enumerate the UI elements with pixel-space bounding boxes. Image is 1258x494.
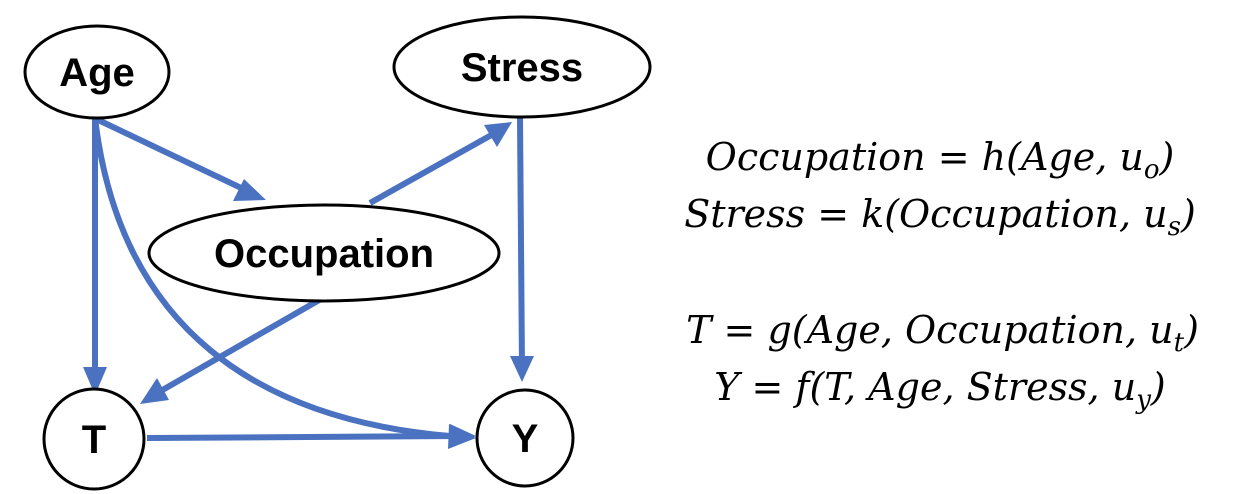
edge-occupation-to-t [150, 292, 330, 399]
arrowhead-t-to-y [450, 424, 476, 448]
equation-t-args: Age, Occupation, u [806, 308, 1174, 352]
node-occupation: Occupation [147, 203, 501, 303]
equation-y: Y = f(T, Age, Stress, uy) [714, 365, 1166, 415]
equation-occupation-lhs: Occupation [705, 135, 926, 179]
equation-stress-sub: s [1167, 212, 1181, 242]
node-y: Y [475, 388, 575, 488]
equation-stress-args: Occupation, u [899, 192, 1168, 236]
arrowhead-age-to-t [83, 367, 107, 395]
node-stress: Stress [392, 15, 652, 119]
equation-stress-lhs: Stress [684, 192, 806, 236]
equation-t-lhs: T [686, 308, 712, 352]
equation-t: T = g(Age, Occupation, ut) [686, 308, 1199, 358]
equation-occupation-fn: h [981, 135, 1007, 179]
node-t-label: T [82, 418, 106, 462]
arrowhead-occupation-to-stress [484, 122, 512, 147]
edge-age-to-y [92, 117, 451, 439]
equation-t-fn: g [767, 308, 792, 352]
arrowhead-occupation-to-t [140, 378, 169, 404]
node-age-label: Age [59, 51, 135, 95]
equation-stress-fn: k [861, 192, 885, 236]
arrowhead-stress-to-y [510, 356, 534, 382]
node-occupation-label: Occupation [214, 232, 434, 276]
edge-t-to-y [146, 433, 463, 441]
equation-stress: Stress = k(Occupation, us) [684, 192, 1196, 242]
equation-y-args: T, Age, Stress, u [824, 365, 1137, 409]
edge-stress-to-y [517, 117, 525, 369]
equation-t-sub: t [1173, 328, 1185, 358]
equation-y-fn: f [795, 365, 810, 409]
equation-occupation: Occupation = h(Age, uo) [705, 135, 1175, 185]
arrowhead-age-to-occupation [233, 179, 266, 201]
edge-occupation-to-stress [368, 130, 497, 206]
equation-y-sub: y [1136, 385, 1151, 415]
edge-age-to-occupation [92, 115, 260, 199]
node-y-label: Y [512, 417, 539, 461]
node-stress-label: Stress [461, 46, 583, 90]
equation-occupation-sub: o [1143, 155, 1160, 185]
equation-occupation-args: Age, u [1020, 135, 1144, 179]
node-age: Age [23, 24, 171, 120]
equation-y-lhs: Y [714, 365, 740, 409]
node-t: T [42, 387, 146, 491]
